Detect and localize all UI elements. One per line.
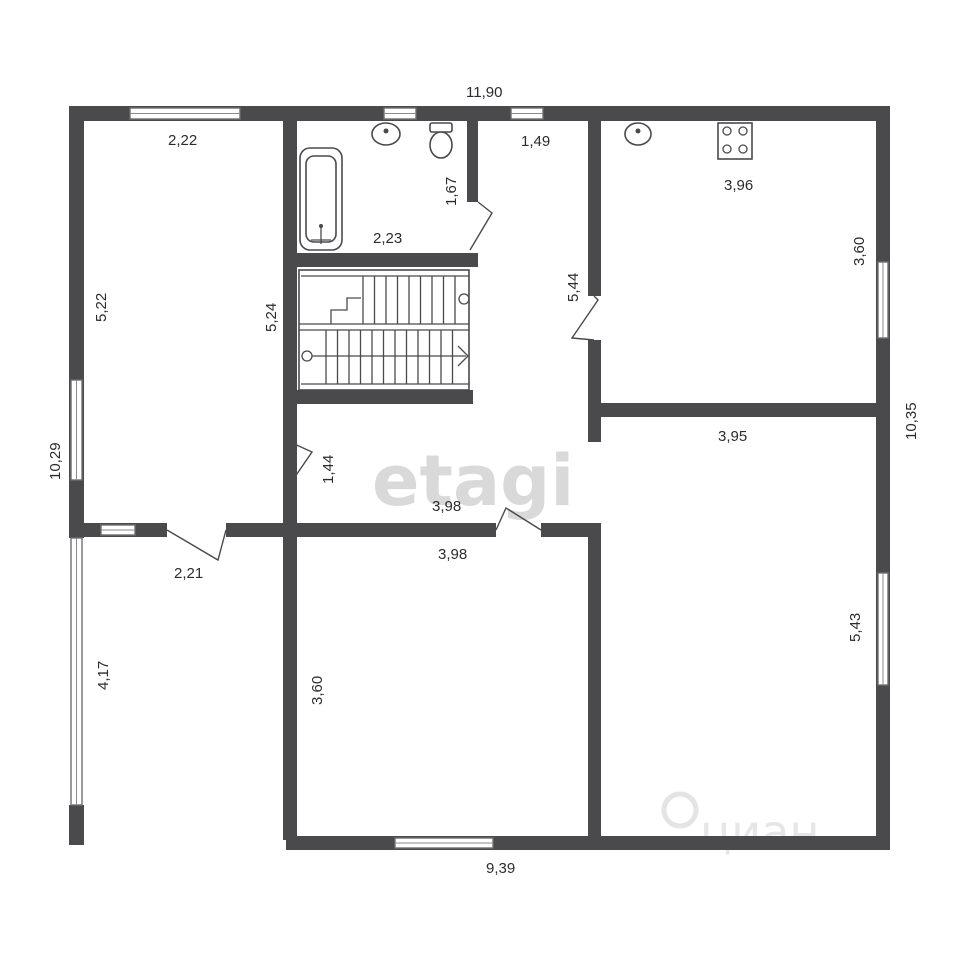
dim-hall-width: 3,98 xyxy=(432,498,461,515)
windows xyxy=(70,107,889,849)
dim-stair-height: 5,24 xyxy=(263,303,280,332)
bathtub xyxy=(299,147,343,251)
window-top-hall xyxy=(510,107,544,120)
bath-sink-icon xyxy=(371,122,401,146)
window-right-se xyxy=(877,572,889,686)
dim-overall-top: 11,90 xyxy=(466,84,502,101)
staircase xyxy=(298,269,470,391)
etagi-watermark: etagi xyxy=(372,440,574,522)
svg-text:циан: циан xyxy=(700,805,819,859)
dim-kitchen-width: 3,96 xyxy=(724,177,753,194)
dim-overall-right: 10,35 xyxy=(903,402,920,440)
dim-hall-top-width: 1,49 xyxy=(521,133,550,150)
dim-terrace-height: 4,17 xyxy=(95,661,112,690)
door-stair-hall xyxy=(289,441,314,485)
window-right-kitchen xyxy=(877,261,889,339)
dim-room-nw-height: 5,22 xyxy=(93,293,110,322)
dim-kitchen-height: 3,60 xyxy=(851,237,868,266)
window-top-nw xyxy=(129,107,241,120)
dim-hall-passage: 1,44 xyxy=(320,455,337,484)
door-bath xyxy=(469,201,493,251)
window-left-nw xyxy=(70,379,83,481)
doors xyxy=(166,201,599,562)
window-top-bath xyxy=(383,107,417,120)
door-nw-room xyxy=(166,529,227,562)
dim-terrace-width: 2,21 xyxy=(174,565,203,582)
window-nw-bottom xyxy=(100,524,136,536)
door-kitchen xyxy=(570,295,599,341)
dim-bath-height: 1,67 xyxy=(443,177,460,206)
window-bottom-south xyxy=(394,837,494,849)
dim-south-room-height: 3,60 xyxy=(309,676,326,705)
dim-bath-width: 2,23 xyxy=(373,230,402,247)
dim-se-room-height: 5,43 xyxy=(847,613,864,642)
dim-south-room-width: 3,98 xyxy=(438,546,467,563)
door-south-room xyxy=(495,506,542,531)
dimension-labels: 11,90 9,39 2,22 1,49 3,96 2,23 3,95 3,98… xyxy=(47,84,920,877)
toilet-icon xyxy=(429,122,453,159)
dim-overall-bottom: 9,39 xyxy=(486,860,515,877)
dim-overall-left: 10,29 xyxy=(47,442,64,480)
dim-room-nw-width: 2,22 xyxy=(168,132,197,149)
window-terrace xyxy=(70,537,83,806)
kitchen-sink-icon xyxy=(624,122,652,146)
stove-icon xyxy=(717,122,753,160)
dim-se-room-width: 3,95 xyxy=(718,428,747,445)
dim-hall-height: 5,44 xyxy=(565,273,582,302)
